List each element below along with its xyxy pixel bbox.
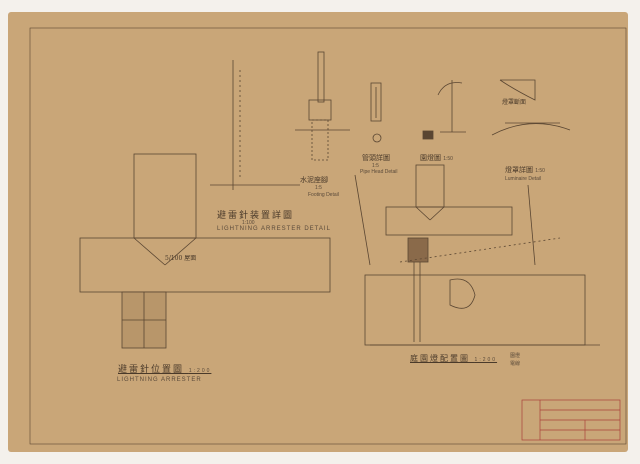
pipe-head-detail (370, 82, 382, 143)
arrester-detail-subtitle: LIGHTNING ARRESTER DETAIL (217, 226, 331, 232)
lamp-title: 園燈圖 1:50 (420, 153, 453, 163)
lamp-scale: 1:50 (443, 156, 453, 162)
pipe-head-title: 管頭詳圖 (362, 154, 390, 162)
luminaire-subtitle: Luminaire Detail (505, 176, 542, 182)
garden-layout (354, 164, 600, 346)
plan-title: 避雷針位置圖 1:200 (118, 362, 211, 375)
luminaire-detail (491, 122, 571, 136)
garden-scale: 1:200 (474, 357, 498, 363)
legend-lamp: 園燈 (510, 353, 521, 359)
shade-section-title: 燈罩斷面 (502, 99, 527, 106)
plan-scale: 1:200 (188, 368, 212, 374)
luminaire-title: 燈罩詳圖 1:50 (505, 165, 545, 175)
arrester-plan (79, 153, 331, 349)
footing-scale: 1:5 (315, 185, 322, 191)
arrester-detail-scale: 1:100 (242, 220, 255, 226)
roof-note: 5/100 屋面 (165, 255, 197, 262)
arrester-detail (210, 60, 300, 190)
lamp-detail (437, 80, 466, 133)
pipe-head-scale: 1:5 (372, 163, 379, 169)
plan-subtitle: LIGHTNING ARRESTER (117, 377, 202, 383)
border-frame (29, 27, 627, 445)
lamp-title-text: 園燈圖 (420, 154, 441, 162)
pipe-head-subtitle: Pipe Head Detail (360, 169, 398, 175)
title-block (521, 399, 621, 441)
arrester-detail-title: 避雷針装置詳圖 (217, 211, 295, 221)
legend-wire: 電線 (510, 361, 521, 367)
plan-title-text: 避雷針位置圖 (118, 365, 185, 375)
garden-title-text: 庭園燈配置圖 (410, 354, 470, 363)
lamp-block (422, 130, 434, 140)
luminaire-scale: 1:50 (535, 168, 545, 174)
footing-title: 水泥座腳 (300, 176, 328, 184)
luminaire-title-text: 燈罩詳圖 (505, 166, 533, 174)
shade-section (499, 79, 536, 101)
footing-detail (295, 51, 350, 161)
garden-layout-title: 庭園燈配置圖 1:200 (410, 353, 497, 364)
footing-subtitle: Footing Detail (308, 192, 339, 198)
